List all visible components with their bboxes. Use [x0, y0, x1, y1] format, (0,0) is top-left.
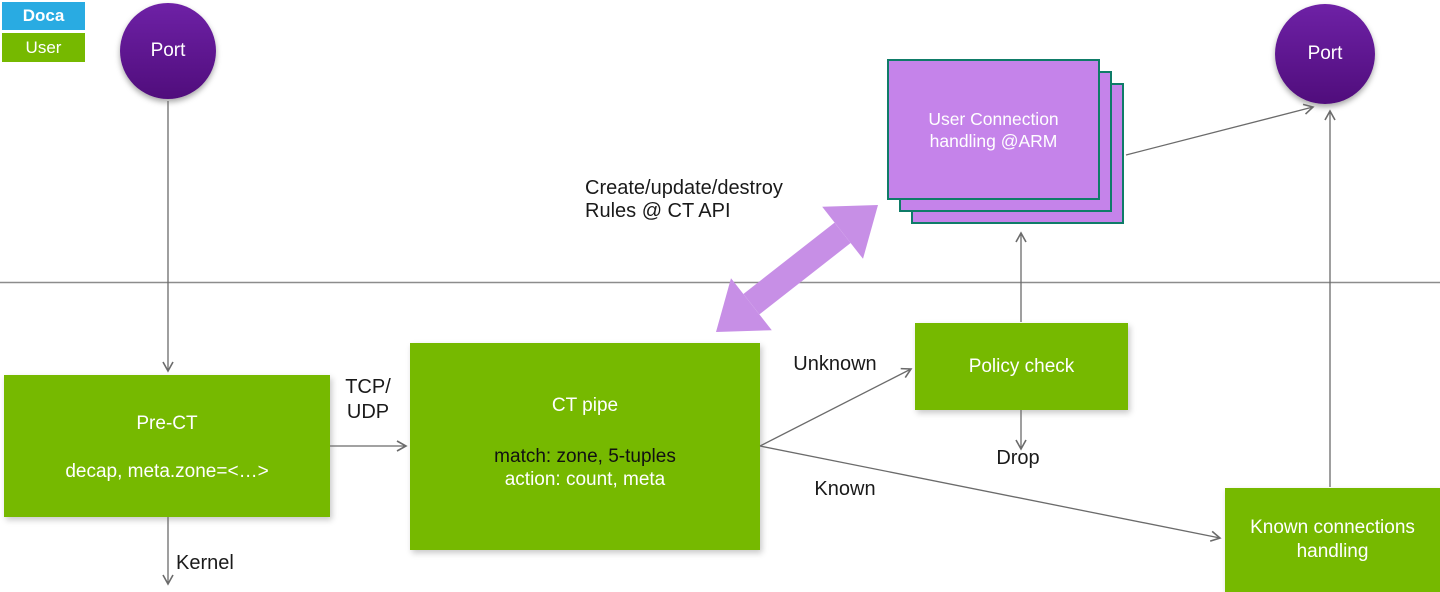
create-rules-line1: Create/update/destroy: [585, 177, 783, 199]
kernel-label: Kernel: [176, 552, 234, 574]
user-connection-node: User Connection handling @ARM: [887, 59, 1100, 200]
ct-pipe-node: CT pipe match: zone, 5-tuples action: co…: [410, 343, 760, 550]
pre-ct-title: Pre-CT: [136, 413, 198, 434]
legend-user: User: [2, 33, 85, 62]
create-rules-label: Create/update/destroy Rules @ CT API: [585, 177, 783, 223]
tcp-udp-label: TCP/ UDP: [334, 375, 402, 425]
unknown-label: Unknown: [793, 353, 877, 375]
known-connections-node: Known connections handling: [1225, 488, 1440, 592]
connector-ctpipe-to-policy: [759, 367, 913, 447]
create-rules-line2: Rules @ CT API: [585, 200, 731, 222]
known-label: Known: [814, 478, 876, 500]
tcp-label-line2: UDP: [346, 401, 390, 423]
pre-ct-node: Pre-CT decap, meta.zone=<…>: [4, 375, 330, 517]
known-connections-line1: Known connections: [1250, 517, 1415, 538]
ct-api-double-arrow: [716, 205, 878, 332]
drop-label: Drop: [996, 447, 1040, 469]
pre-ct-detail: decap, meta.zone=<…>: [65, 461, 269, 482]
ct-pipe-action: action: count, meta: [504, 469, 666, 490]
policy-check-label: Policy check: [968, 355, 1075, 377]
known-connections-line2: handling: [1296, 541, 1369, 562]
port-left-node: Port: [120, 3, 216, 99]
user-connection-line2: handling @ARM: [929, 130, 1058, 151]
legend-doca: Doca: [2, 2, 85, 30]
tcp-label-line1: TCP/: [345, 376, 391, 398]
ct-pipe-title: CT pipe: [551, 395, 619, 416]
port-right-label: Port: [1307, 43, 1343, 64]
connector-userconn-to-port: [1125, 103, 1315, 156]
user-connection-line1: User Connection: [928, 108, 1059, 129]
port-left-label: Port: [150, 40, 186, 61]
ct-pipe-match: match: zone, 5-tuples: [494, 446, 676, 467]
port-right-node: Port: [1275, 4, 1375, 104]
policy-check-node: Policy check: [915, 323, 1128, 410]
